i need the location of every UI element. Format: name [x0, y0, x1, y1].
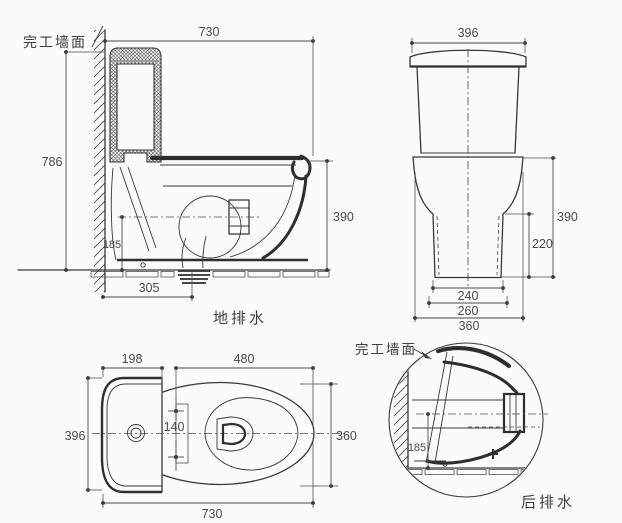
water-surface-inner: [221, 422, 247, 446]
leader-arrowhead: [421, 351, 432, 359]
dimension-tank-depth: 198: [101, 352, 164, 382]
dim-730-label: 730: [199, 25, 220, 39]
dim-396-front-label: 396: [458, 26, 479, 40]
bowl-front-outline: [412, 49, 524, 289]
dimension-seat-hole-spacing: 140: [164, 397, 189, 471]
dimension-base-width: 260: [427, 296, 509, 318]
seat-opening: [204, 397, 299, 471]
finished-wall-label-detail: 完工墙面: [355, 342, 417, 357]
dimension-outlet-height-detail: 185: [408, 412, 430, 470]
dim-185-detail-label: 185: [408, 442, 426, 454]
tank-outline-plan: [100, 376, 163, 494]
dim-220-label: 220: [532, 237, 553, 251]
tank-bottom-section: [435, 346, 512, 369]
wall-hatching: [94, 29, 106, 293]
bowl-rear-base: [425, 429, 522, 465]
trapway: [178, 195, 242, 259]
water-surface-outline: [216, 416, 254, 452]
dim-396-plan-label: 396: [65, 429, 86, 443]
dimension-total-length: 730: [103, 25, 315, 156]
detail-floor-tiles: [392, 469, 540, 475]
dim-185-label: 185: [103, 239, 121, 251]
dimension-tank-width: 396: [410, 26, 527, 53]
base-bolt-cross: [488, 449, 498, 459]
side-section-view: 完工墙面 730 786: [17, 25, 354, 327]
bowl-section-profile: [110, 154, 312, 284]
plan-view: 198 480 396 140: [65, 352, 357, 521]
floor: [17, 269, 331, 278]
front-view: 396 390: [409, 26, 578, 333]
rear-drain-detail-view: 185 完工墙面 后排水: [355, 342, 575, 511]
dim-260-label: 260: [458, 304, 479, 318]
dim-140-label: 140: [164, 420, 185, 434]
bowl-outline-plan: [162, 381, 315, 486]
dimension-tank-width-plan: 396: [65, 376, 102, 492]
dim-360-front-label: 360: [459, 319, 480, 333]
detail-wall-hatching: [394, 344, 408, 496]
dim-730-plan-label: 730: [202, 507, 223, 521]
wall-label-leader: [91, 25, 104, 48]
dim-305-label: 305: [139, 281, 160, 295]
dimension-bowl-width-plan: 360: [300, 382, 357, 488]
dimension-total-height: 786: [42, 50, 104, 272]
finished-wall-callout: 完工墙面: [355, 342, 432, 359]
rim-bumper: [290, 154, 312, 181]
dimension-bowl-width-front: 360: [413, 172, 525, 333]
dimension-base-inner-width: 240: [431, 280, 505, 303]
rear-drain-caption: 后排水: [521, 494, 575, 511]
floor-flange-ribs: [178, 270, 210, 284]
dim-240-label: 240: [458, 289, 479, 303]
dimension-rim-height-side: 390: [306, 159, 354, 272]
dim-390-side-label: 390: [333, 210, 354, 224]
cistern-section: [109, 47, 162, 163]
dimension-lower-body-height: 220: [527, 212, 553, 279]
dimension-outlet-offset: 305: [101, 272, 194, 301]
floor-drain-caption: 地排水: [213, 310, 267, 327]
rear-outlet-pipe: [412, 392, 540, 434]
dim-786-label: 786: [42, 155, 63, 169]
floor-tiles: [90, 271, 330, 278]
dim-480-label: 480: [234, 352, 255, 366]
dimension-bowl-length: 480: [174, 352, 315, 427]
dimension-rim-height-front: 390: [551, 156, 578, 279]
dim-390-front-label: 390: [557, 210, 578, 224]
dimension-outlet-height: 185: [103, 215, 124, 272]
dimension-total-length-plan: 730: [101, 438, 315, 521]
dim-360-plan-label: 360: [336, 429, 357, 443]
foot-bolt-cap: [140, 262, 146, 268]
dim-198-label: 198: [122, 352, 143, 366]
flush-button: [127, 424, 145, 442]
finished-wall-label: 完工墙面: [23, 34, 87, 50]
detail-circle: [388, 342, 544, 498]
